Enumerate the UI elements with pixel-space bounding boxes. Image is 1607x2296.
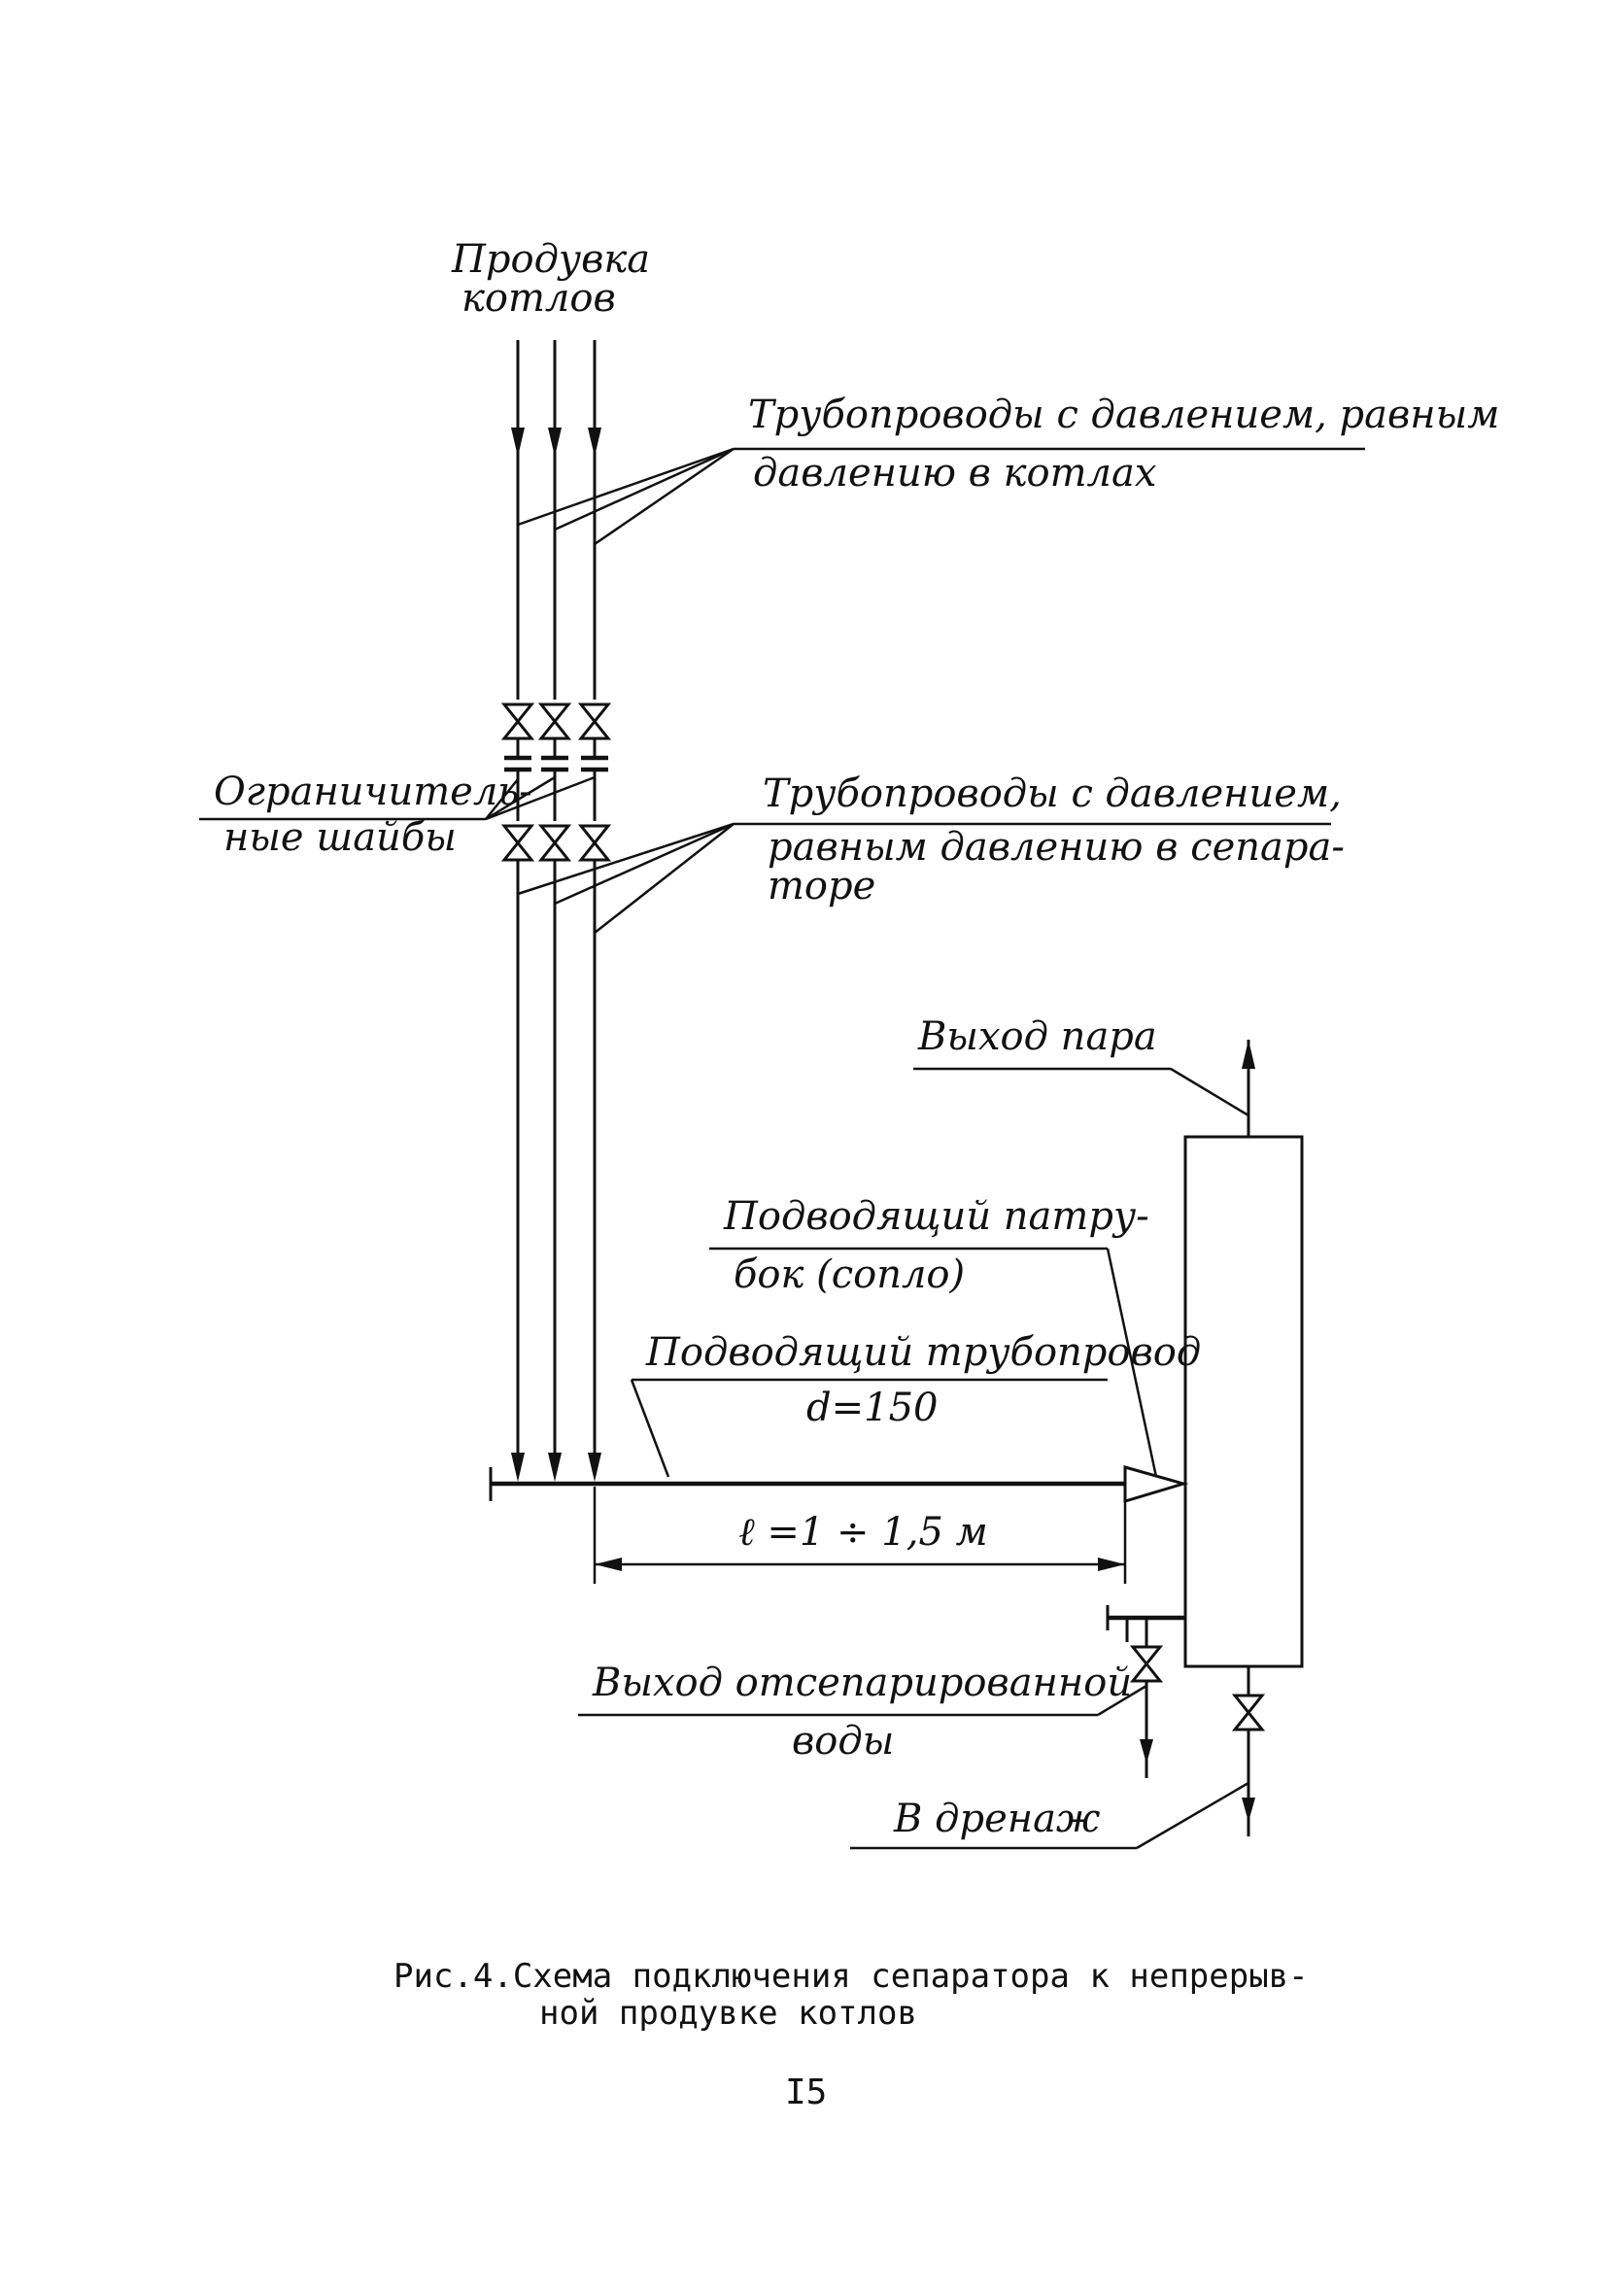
separator-vessel bbox=[1183, 1135, 1304, 1668]
flow-arrow-icon bbox=[548, 1453, 562, 1482]
gate-valve-icon bbox=[537, 824, 572, 862]
flow-arrow-icon bbox=[588, 428, 601, 457]
steam-outlet-arrow-icon bbox=[1242, 1040, 1255, 1069]
leader-lines-separator-pressure bbox=[517, 822, 735, 934]
separator-pressure-label-line1: Трубопроводы с давлением, bbox=[763, 771, 1342, 816]
drain-branch bbox=[1231, 1666, 1266, 1836]
gate-valve-icon bbox=[537, 703, 572, 740]
flow-arrow-icon bbox=[511, 1453, 525, 1482]
water-outlet-label-line1: Выход отсепарированной bbox=[592, 1661, 1132, 1705]
blowdown-label-line1: Продувка bbox=[451, 237, 650, 282]
water-outlet-branch bbox=[1106, 1605, 1185, 1778]
gate-valve-icon bbox=[1129, 1645, 1164, 1683]
separator-pressure-label-line3: торе bbox=[768, 864, 875, 908]
boiler-pressure-label-line1: Трубопроводы с давлением, равным bbox=[748, 393, 1499, 437]
flow-arrow-icon bbox=[588, 1453, 601, 1482]
supply-pipeline bbox=[489, 1465, 1189, 1504]
boiler-pressure-label-line2: давлению в котлах bbox=[753, 451, 1156, 496]
figure-caption-line1: Рис.4.Схема подключения сепаратора к неп… bbox=[393, 1957, 1309, 1996]
gate-valve-icon bbox=[1231, 1694, 1266, 1731]
separator-pressure-label-line2: равным давлению в сепара- bbox=[768, 825, 1345, 870]
orifice-plate-icon bbox=[504, 755, 531, 772]
nozzle-icon bbox=[1123, 1465, 1189, 1504]
flow-arrow-icon bbox=[1140, 1739, 1153, 1764]
flow-arrow-icon bbox=[511, 428, 525, 457]
dimension-arrow-icon bbox=[1098, 1558, 1125, 1571]
supply-pipe-label: Подводящий трубопровод bbox=[645, 1330, 1201, 1375]
lower-valves bbox=[500, 824, 612, 874]
restrictor-label-line2: ные шайбы bbox=[223, 815, 457, 860]
gate-valve-icon bbox=[577, 824, 612, 862]
drain-label: В дренаж bbox=[893, 1797, 1101, 1841]
orifice-plate-icon bbox=[581, 755, 608, 772]
gate-valve-icon bbox=[500, 703, 535, 740]
dimension-arrow-icon bbox=[595, 1558, 622, 1571]
steam-outlet-label: Выход пара bbox=[917, 1014, 1157, 1059]
nozzle-label-line2: бок (сопло) bbox=[734, 1252, 965, 1297]
blowdown-pipes bbox=[511, 340, 601, 1482]
upper-valves bbox=[500, 703, 612, 753]
orifice-plate-icon bbox=[541, 755, 568, 772]
nozzle-label-line1: Подводящий патру- bbox=[723, 1194, 1149, 1239]
restrictor-label-line1: Ограничитель- bbox=[214, 770, 532, 814]
pipe-length-label: ℓ =1 ÷ 1,5 м bbox=[738, 1510, 988, 1555]
leader-lines-boiler-pressure bbox=[517, 447, 735, 546]
blowdown-label-line2: котлов bbox=[462, 276, 616, 321]
gate-valve-icon bbox=[577, 703, 612, 740]
water-outlet-label-line2: воды bbox=[792, 1719, 894, 1764]
page-number: I5 bbox=[785, 2073, 827, 2112]
flow-arrow-icon bbox=[1242, 1798, 1255, 1822]
leader-lines-restrictor bbox=[485, 775, 596, 821]
figure-caption-line2: ной продувке котлов bbox=[539, 1994, 917, 2033]
supply-diameter-label: d=150 bbox=[806, 1386, 938, 1430]
flow-arrow-icon bbox=[548, 428, 562, 457]
gate-valve-icon bbox=[500, 824, 535, 862]
length-dimension bbox=[593, 1487, 1127, 1584]
